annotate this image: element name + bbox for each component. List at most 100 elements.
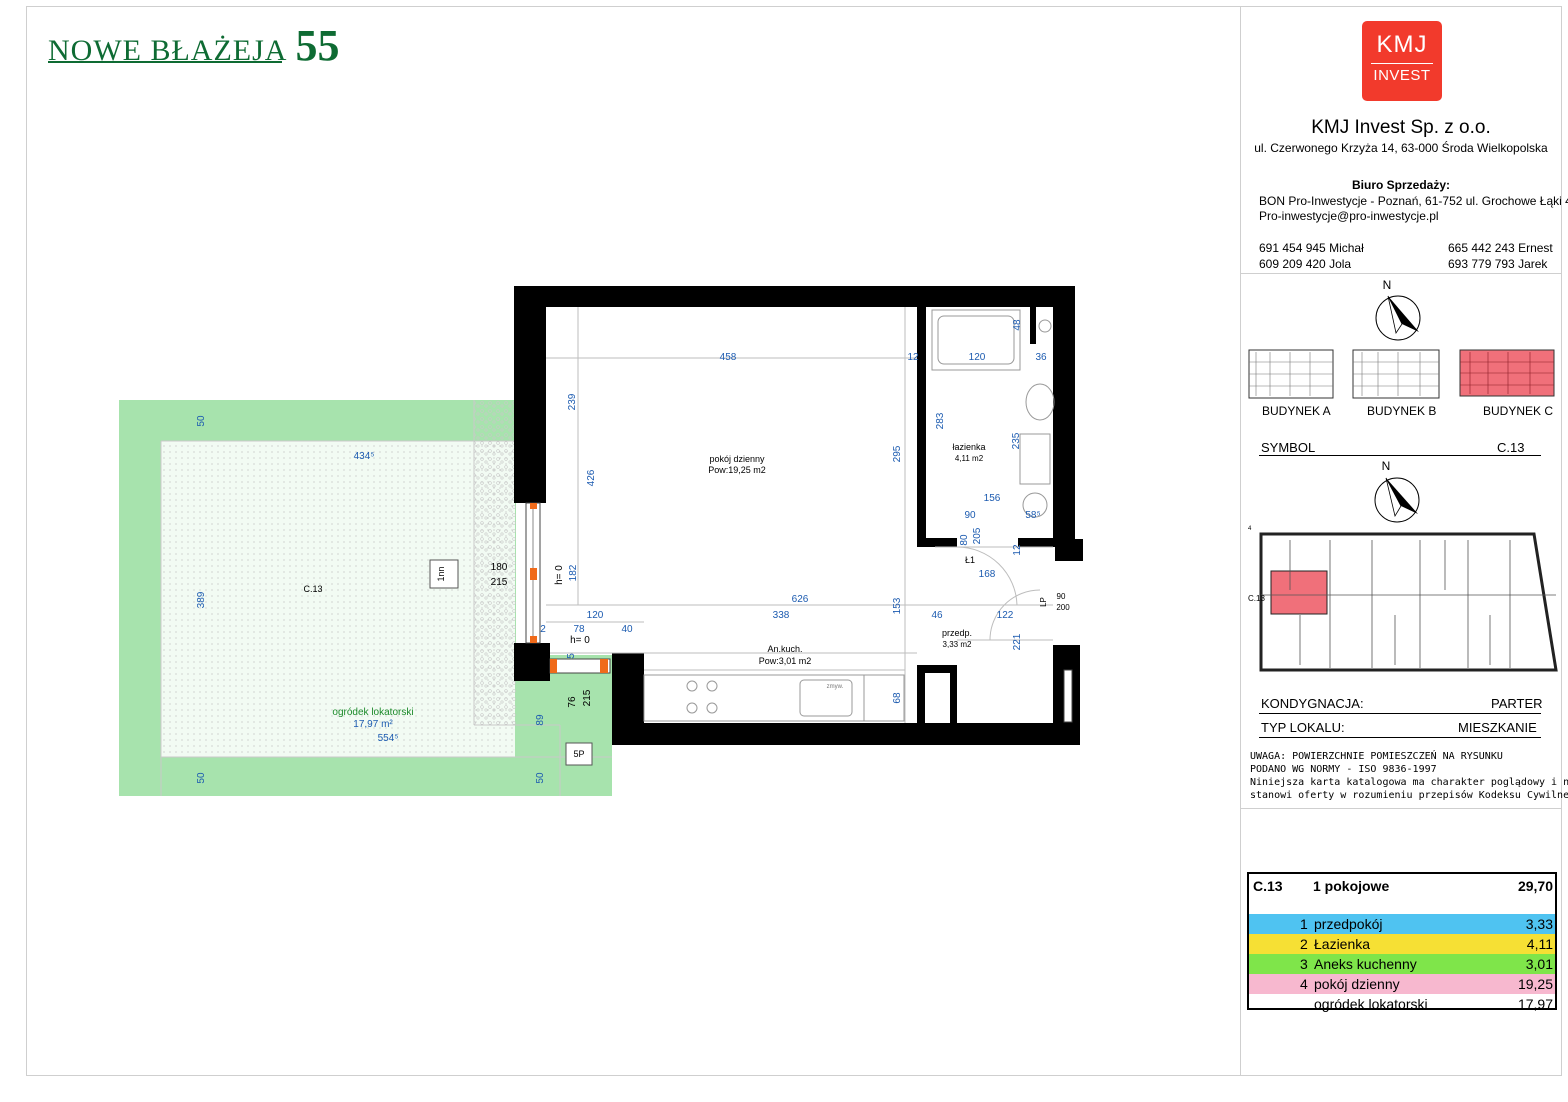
shaft-circle [1038, 319, 1052, 333]
bathtub [931, 309, 1021, 371]
hob-ring [686, 702, 698, 714]
compass-ring [1374, 477, 1420, 523]
dim-122: 122 [997, 610, 1014, 621]
sales-email[interactable]: Pro-inwestycje@pro-inwestycje.pl [1259, 209, 1439, 223]
floor-underline [1259, 713, 1541, 714]
keyplan-marker: 4 [1248, 526, 1252, 532]
compass-n-label: N [1382, 459, 1391, 473]
wall-left-lower [514, 643, 546, 681]
garden-code: C.13 [303, 584, 322, 594]
row-name: Łazienka [1314, 936, 1371, 952]
summary-row-bath: 2 Łazienka 4,11 [1249, 934, 1555, 954]
row-area: 17,97 [1517, 996, 1553, 1012]
symbol-label: SYMBOL [1261, 440, 1316, 455]
row-name: ogródek lokatorski [1314, 996, 1428, 1012]
project-logo-underline [48, 61, 282, 63]
room-name-hall: przedp. [942, 628, 972, 638]
dim-89: 89 [535, 714, 546, 726]
logo-divider [1371, 63, 1433, 64]
electric-box-label: 1nn [436, 566, 446, 581]
wall-left-stub [546, 643, 550, 681]
fridge [863, 674, 905, 722]
row-area: 3,01 [1525, 956, 1553, 972]
keyplan-outline [1259, 532, 1558, 672]
summary-row-kitchen: 3 Aneks kuchenny 3,01 [1249, 954, 1555, 974]
compass-needle-half [1387, 295, 1403, 335]
counter [643, 674, 865, 722]
wall-utility-left [917, 665, 925, 725]
building-c-plan [1459, 349, 1555, 397]
dim-153: 153 [892, 597, 903, 614]
dim-48: 48 [1012, 319, 1023, 331]
summary-header-row: C.13 1 pokojowe 29,70 [1249, 876, 1555, 896]
divider-notes [1240, 808, 1562, 809]
compass-top: N [1375, 278, 1421, 341]
wall-shaft [1030, 302, 1036, 344]
summary-row-living: 4 pokój dzienny 19,25 [1249, 974, 1555, 994]
building-b-label: BUDYNEK B [1367, 404, 1437, 418]
plan-labels: pokój dzienny Pow:19,25 m2 łazienka 4,11… [303, 442, 985, 730]
dim-200: 200 [1056, 603, 1070, 612]
dim-554-5: 554⁵ [378, 733, 399, 744]
wall-bath-bottom-b [1018, 538, 1055, 547]
entry-door-label: LP [1039, 597, 1048, 607]
floor-label: KONDYGNACJA: [1261, 696, 1364, 711]
compass-needle [1386, 478, 1418, 514]
note-line-3: Niniejsza karta katalogowa ma charakter … [1250, 777, 1568, 788]
wall-utility-top [917, 665, 957, 673]
building-b-plan [1352, 349, 1440, 399]
keyplan-walls [1261, 540, 1556, 668]
dim-40: 40 [621, 624, 633, 635]
keyplan-unit-label: C.13 [1248, 594, 1265, 603]
project-number: 55 [295, 21, 340, 70]
window-hall [1063, 669, 1073, 723]
window-hinge-left [550, 659, 557, 673]
unit-type-underline [1259, 737, 1541, 738]
kitchen-counter [643, 674, 905, 722]
window-hinge-top [530, 503, 537, 509]
row-number: 1 [1300, 916, 1308, 932]
room-name-kitchen: An.kuch. [767, 644, 802, 654]
dim-12: 12 [907, 352, 919, 363]
row-number: 2 [1300, 936, 1308, 952]
dim-389: 389 [196, 591, 207, 608]
building-grid [1249, 352, 1333, 396]
wall-bath-left [917, 302, 926, 547]
dim-50-bottom-left: 50 [196, 772, 207, 784]
dim-434-5: 434⁵ [354, 451, 375, 462]
dim-78: 78 [573, 624, 585, 635]
window-height: h= 0 [554, 565, 565, 585]
wall-left-upper [514, 286, 546, 503]
compass-n-label: N [1383, 278, 1392, 292]
dim-46: 46 [931, 610, 943, 621]
dim-182: 182 [568, 564, 579, 581]
phone-jarek: 693 779 793 Jarek [1448, 257, 1548, 271]
garden [119, 400, 612, 796]
sales-address: BON Pro-Inwestycje - Poznań, 61-752 ul. … [1259, 194, 1568, 208]
radiator-label: Ł1 [965, 555, 975, 565]
building-a-label: BUDYNEK A [1262, 404, 1331, 418]
dim-426: 426 [586, 469, 597, 486]
sp-box [565, 742, 593, 766]
dishwasher-label: zmyw. [827, 684, 844, 690]
dim-120b: 120 [587, 610, 604, 621]
door-height: h= 0 [570, 635, 590, 646]
dimensions: 458 12 120 36 48 239 295 283 235 426 156… [196, 319, 1047, 784]
dim-239: 239 [567, 393, 578, 410]
company-name: KMJ Invest Sp. z o.o. [1311, 117, 1491, 138]
wall-right-jog [1055, 539, 1083, 561]
interior-lines [546, 307, 1053, 723]
divider-contacts [1240, 273, 1562, 274]
dim-458: 458 [720, 352, 737, 363]
dim-2: 2 [540, 624, 546, 635]
dim-235: 235 [1011, 432, 1022, 449]
floor-value: PARTER [1491, 696, 1543, 711]
summary-rooms: 1 pokojowe [1313, 878, 1390, 894]
sales-title: Biuro Sprzedaży: [1351, 178, 1450, 192]
dim-168: 168 [979, 569, 996, 580]
dim-120: 120 [969, 352, 986, 363]
electric-box [429, 559, 459, 589]
garden-terrace-dots [161, 441, 515, 757]
kmj-invest-logo: KMJ INVEST [1362, 21, 1442, 101]
